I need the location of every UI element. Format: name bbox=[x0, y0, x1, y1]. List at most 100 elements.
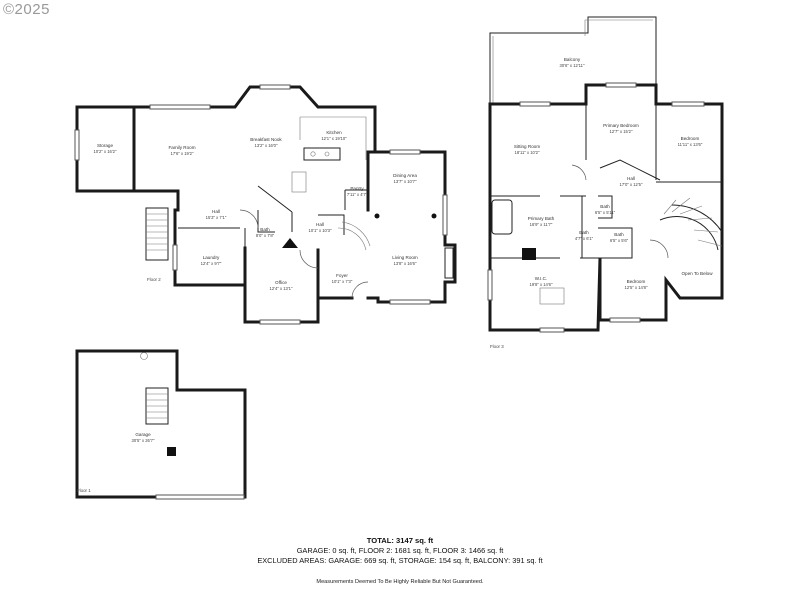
copyright-mark: ©2025 bbox=[3, 1, 50, 18]
fireplace bbox=[444, 247, 454, 279]
room-name: Dining Area bbox=[393, 173, 417, 178]
floor-1-plan bbox=[75, 349, 247, 500]
room-dims: 12'4" x 9'7" bbox=[201, 261, 222, 266]
door-swing-hall bbox=[239, 209, 259, 229]
floor2-stairs bbox=[145, 207, 371, 261]
room-name: Kitchen bbox=[326, 130, 342, 135]
room-name: Bath bbox=[614, 232, 624, 237]
room-name: Hall bbox=[627, 176, 635, 181]
room-name: Pantry bbox=[350, 186, 364, 191]
room-name: Breakfast Nook bbox=[250, 137, 282, 142]
column-dot bbox=[431, 213, 437, 219]
window-office-south bbox=[259, 319, 301, 325]
garage-walls bbox=[75, 349, 247, 499]
room-dims: 8'0" x 7'8" bbox=[256, 233, 275, 238]
room-name: Living Room bbox=[392, 255, 418, 260]
column-dot bbox=[374, 213, 380, 219]
room-dims: 10'2" x 16'2" bbox=[94, 149, 117, 154]
room-dims: 6'5" x 5'6" bbox=[610, 238, 629, 243]
window-living-east bbox=[442, 194, 448, 236]
room-name: Bath bbox=[579, 230, 589, 235]
office-walls bbox=[243, 246, 320, 324]
window-dining-north bbox=[389, 149, 421, 155]
room-name: Storage bbox=[97, 143, 114, 148]
water-heater-icon bbox=[140, 352, 148, 360]
window-bedroom-south bbox=[609, 317, 641, 323]
garage-stairs bbox=[145, 387, 169, 425]
room-dims: 19'8" x 14'6" bbox=[530, 282, 553, 287]
room-dims: 11'11" x 13'6" bbox=[678, 142, 703, 147]
floor-label: Floor 2 bbox=[147, 277, 161, 282]
door-swing-primary bbox=[571, 164, 587, 181]
room-dims: 6'5" x 5'11" bbox=[595, 210, 616, 215]
excluded-areas: EXCLUDED AREAS: GARAGE: 669 sq. ft, STOR… bbox=[257, 556, 543, 565]
room-dims: 4'7" x 6'1" bbox=[575, 236, 594, 241]
room-name: Sitting Room bbox=[514, 144, 540, 149]
room-dims: 30'5" x 26'7" bbox=[132, 438, 155, 443]
room-name: Balcony bbox=[564, 57, 581, 62]
room-name: Garage bbox=[135, 432, 151, 437]
room-dims: 17'6" x 19'2" bbox=[171, 151, 194, 156]
room-dims: 12'5" x 14'8" bbox=[625, 285, 648, 290]
family-room-west-wall bbox=[132, 105, 180, 193]
room-dims: 18'11" x 10'2" bbox=[515, 150, 540, 155]
window-living-south bbox=[389, 299, 431, 305]
room-name: Family Room bbox=[168, 145, 195, 150]
room-dims: 12'4" x 13'1" bbox=[270, 286, 293, 291]
door-swing-bedroom bbox=[649, 239, 669, 259]
cooktop-icon bbox=[324, 151, 330, 157]
window-sitting-north bbox=[519, 101, 551, 107]
floor-areas: GARAGE: 0 sq. ft, FLOOR 2: 1681 sq. ft, … bbox=[296, 546, 504, 555]
room-name: Primary Bath bbox=[528, 216, 555, 221]
room-name: Hall bbox=[212, 209, 220, 214]
room-dims: 7'11" x 4'7" bbox=[347, 192, 368, 197]
floor-3-plan bbox=[487, 16, 724, 333]
window-storage-west bbox=[74, 129, 80, 161]
floor-plan-drawing: Storage 10'2" x 16'2" Family Room 17'6" … bbox=[74, 16, 724, 500]
dining-living-exterior bbox=[366, 150, 457, 304]
garage-door bbox=[155, 494, 245, 500]
room-dims: 10'1" x 10'3" bbox=[309, 228, 332, 233]
room-dims: 15'3" x 7'1" bbox=[206, 215, 227, 220]
window-wic-west bbox=[487, 269, 493, 301]
room-name: Bedroom bbox=[627, 279, 646, 284]
kitchen-peninsula bbox=[291, 171, 307, 193]
room-name: Primary Bedroom bbox=[603, 123, 639, 128]
window-laundry-west bbox=[172, 244, 178, 271]
room-dims: 30'6" x 12'11" bbox=[560, 63, 585, 68]
room-dims: 17'0" x 12'5" bbox=[620, 182, 643, 187]
sink-icon bbox=[310, 151, 316, 157]
laundry-walls bbox=[173, 189, 247, 287]
wic-island bbox=[539, 287, 565, 305]
door-swing-entry bbox=[351, 281, 369, 299]
garage-column bbox=[167, 447, 176, 456]
window-bedroom-north bbox=[671, 101, 705, 107]
baths-walls bbox=[598, 195, 633, 259]
floor2-north-wall bbox=[132, 85, 377, 154]
primary-bath-walls bbox=[490, 196, 600, 259]
room-dims: 10'1" x 7'3" bbox=[332, 279, 353, 284]
foyer-south-wall bbox=[316, 296, 380, 304]
floor-label: Floor 1 bbox=[77, 488, 91, 493]
window-wic-south bbox=[539, 327, 565, 333]
room-dims: 13'2" x 16'0" bbox=[255, 143, 278, 148]
room-name: Bath bbox=[260, 227, 270, 232]
room-dims: 13'7" x 10'7" bbox=[394, 179, 417, 184]
room-dims: 12'7" x 15'2" bbox=[610, 129, 633, 134]
window-primary-north bbox=[605, 82, 637, 88]
window-family-north bbox=[149, 104, 211, 110]
room-name: Laundry bbox=[203, 255, 220, 260]
room-dims: 16'9" x 11'7" bbox=[530, 222, 553, 227]
room-name: W.I.C. bbox=[535, 276, 548, 281]
bath-walls bbox=[257, 210, 275, 233]
column-marker bbox=[282, 238, 298, 248]
room-dims: 12'1" x 19'10" bbox=[321, 136, 347, 141]
room-dims: 13'8" x 16'6" bbox=[394, 261, 417, 266]
total-area: TOTAL: 3147 sq. ft bbox=[366, 536, 434, 545]
kitchen-counter-outline bbox=[299, 116, 367, 160]
hall-walls bbox=[599, 159, 661, 181]
room-name: Foyer bbox=[336, 273, 348, 278]
area-summary: TOTAL: 3147 sq. ft GARAGE: 0 sq. ft, FLO… bbox=[0, 536, 800, 566]
floor3-curved-stairs bbox=[659, 197, 723, 251]
floor-label: Floor 3 bbox=[490, 344, 504, 349]
